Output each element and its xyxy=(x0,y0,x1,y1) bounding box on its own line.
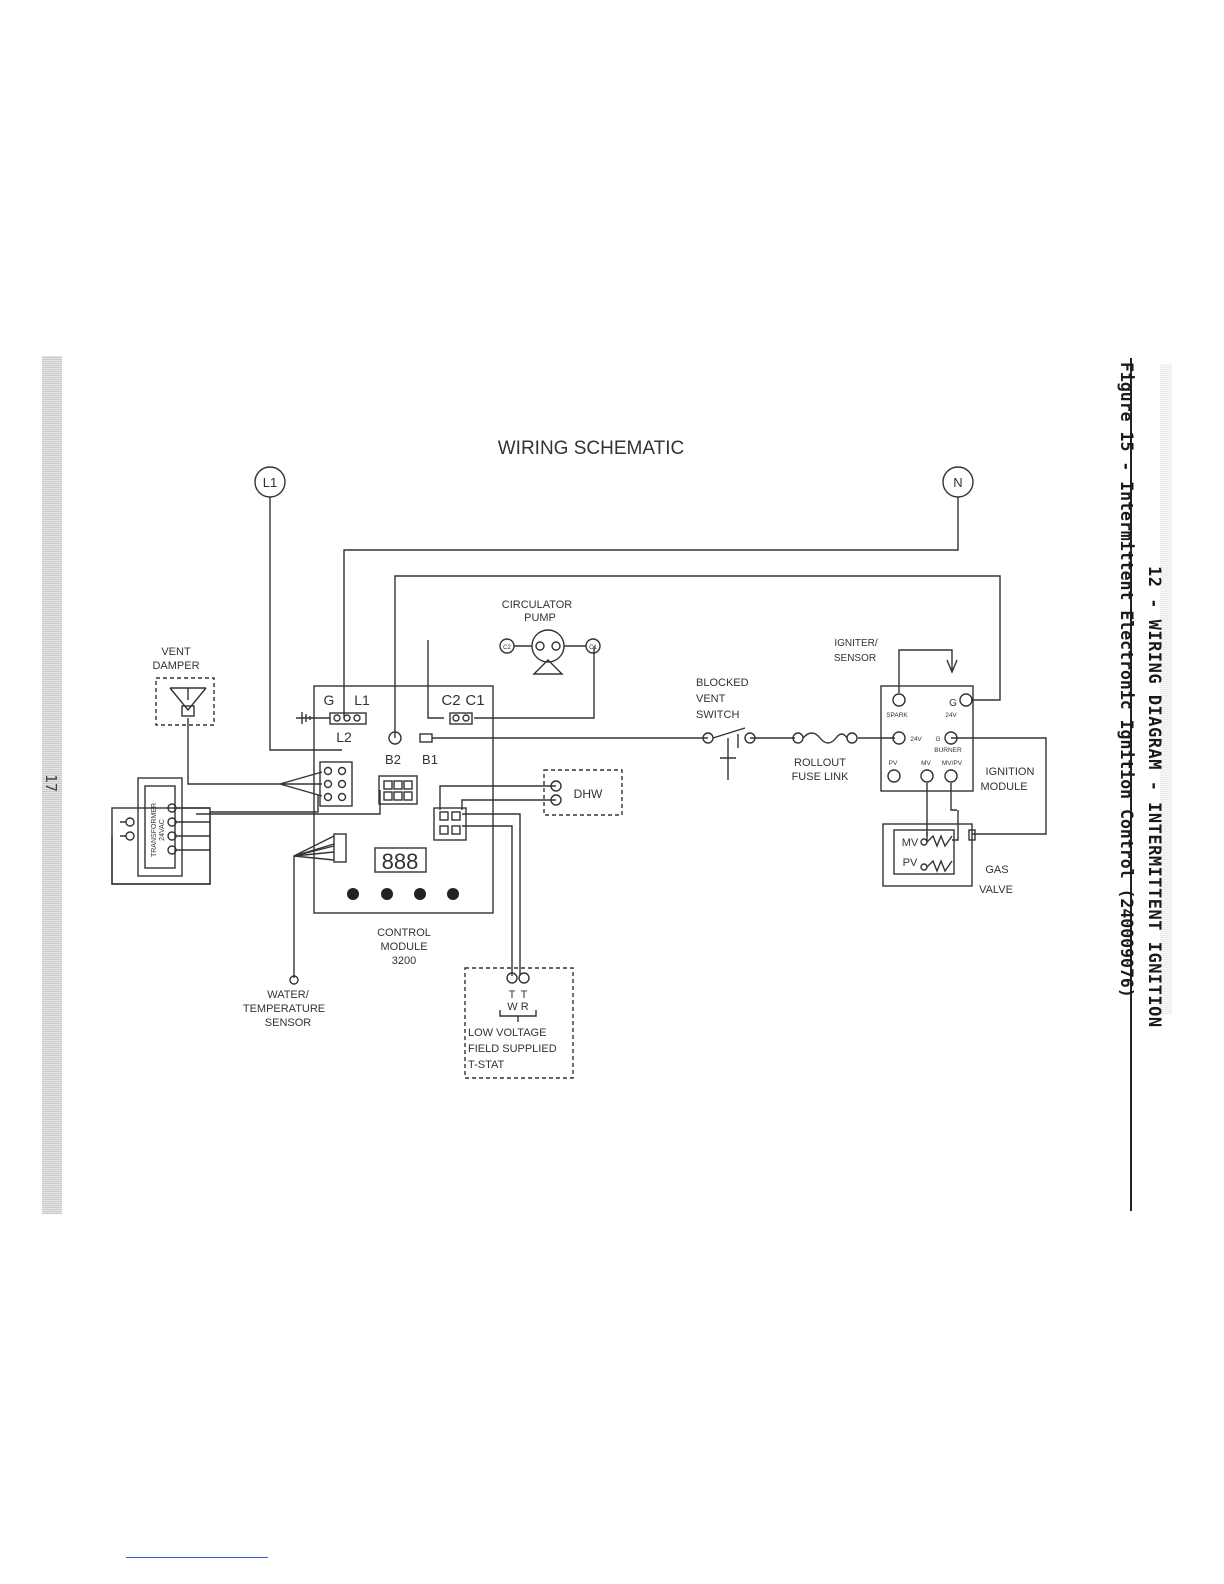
ignition-mvpv-label: MV/PV xyxy=(942,760,963,767)
ignition-module-label-2: MODULE xyxy=(980,781,1027,793)
pump-terminal-c2-label: C2 xyxy=(503,645,511,651)
wire-dhw-1 xyxy=(439,785,556,810)
wire-pv xyxy=(950,783,957,811)
gas-valve-label-1: GAS xyxy=(985,864,1008,876)
control-module-label-1: CONTROL xyxy=(377,927,431,939)
vent-damper-box xyxy=(155,677,215,726)
transformer-label-1: TRANSFORMER xyxy=(151,803,158,857)
wire-l1 xyxy=(269,497,342,751)
vent-damper-label-2: DAMPER xyxy=(152,660,199,672)
ignition-24v-label: 24V xyxy=(910,736,922,743)
right-margin-stripe xyxy=(1160,364,1172,1014)
blocked-vent-label-3: SWITCH xyxy=(696,709,739,721)
vent-damper-label-1: VENT xyxy=(161,646,191,658)
wire-transformer-2 xyxy=(196,790,381,815)
valve-pv-label: PV xyxy=(903,857,918,869)
valve-mv-label: MV xyxy=(902,837,919,849)
l1-terminal xyxy=(254,466,286,498)
neutral-terminal xyxy=(942,466,974,498)
wire-transformer-1 xyxy=(210,795,319,813)
ignition-burner-label: BURNER xyxy=(934,747,962,754)
ignition-mv-label: MV xyxy=(921,760,931,767)
terminal-b2-label: B2 xyxy=(385,752,401,767)
water-sensor-probe xyxy=(289,975,299,985)
wire-dhw-2 xyxy=(461,799,556,810)
pump-terminal-c1-label: C1 xyxy=(589,645,597,651)
wire-neutral xyxy=(343,497,959,718)
wire-burner-valve xyxy=(951,737,1047,835)
water-sensor-label-2: TEMPERATURE xyxy=(243,1003,325,1015)
tstat-label-1: LOW VOLTAGE xyxy=(468,1027,546,1039)
terminal-l1-label: L1 xyxy=(354,692,370,708)
blocked-vent-label-1: BLOCKED xyxy=(696,677,749,689)
tstat-terminal-t2: T xyxy=(521,989,528,1001)
transformer-outer xyxy=(111,807,211,885)
wire-igniter xyxy=(898,649,953,693)
terminal-l2-label: L2 xyxy=(336,729,352,745)
connector-6pin xyxy=(319,761,353,807)
tstat-box xyxy=(464,967,574,1079)
ignition-g-burner-label: G xyxy=(935,736,940,743)
control-module-label-2: MODULE xyxy=(380,941,427,953)
header-rule xyxy=(1130,358,1132,1211)
left-margin-stripe xyxy=(42,356,62,1214)
led-display xyxy=(374,847,427,873)
schematic-title: WIRING SCHEMATIC xyxy=(498,438,684,459)
tstat-label-2: FIELD SUPPLIED xyxy=(468,1043,557,1055)
gas-valve-box xyxy=(882,823,973,887)
terminal-c2-label: C2 xyxy=(441,692,460,709)
gas-valve-label-2: VALVE xyxy=(979,884,1013,896)
terminal-b1-label: B1 xyxy=(422,752,438,767)
tstat-label-3: T-STAT xyxy=(468,1059,505,1071)
ignition-24v-top-label: 24V xyxy=(945,712,957,719)
transformer-label-2: 24VAC xyxy=(159,819,166,841)
water-sensor-label-3: SENSOR xyxy=(265,1017,312,1029)
igniter-label-2: SENSOR xyxy=(834,653,876,664)
pump-label-1: CIRCULATOR xyxy=(502,599,573,611)
blocked-vent-label-2: VENT xyxy=(696,693,726,705)
vent-switch-contact-b xyxy=(744,732,756,744)
connector-square xyxy=(378,775,418,805)
terminal-c1-label: C1 xyxy=(465,692,484,709)
dhw-label: DHW xyxy=(574,787,603,801)
rollout-label-2: FUSE LINK xyxy=(792,771,850,783)
control-module-box xyxy=(313,685,494,914)
rollout-label-1: ROLLOUT xyxy=(794,757,846,769)
pump-motor xyxy=(531,629,565,663)
ignition-g-top-label: G xyxy=(949,698,957,709)
neutral-label: N xyxy=(953,475,962,490)
wire-vent-damper xyxy=(187,718,280,785)
wire-pump-c2 xyxy=(427,640,444,719)
ignition-pv-label: PV xyxy=(889,760,898,767)
igniter-label-1: IGNITER/ xyxy=(834,638,878,649)
connector-4pin xyxy=(433,807,467,841)
footer-link-underline[interactable] xyxy=(126,1557,268,1558)
tstat-terminal-t1: T xyxy=(509,989,516,1001)
terminal-g-label: G xyxy=(324,692,335,708)
rollout-fuse xyxy=(802,732,848,744)
wire-24v-feed xyxy=(394,575,1001,738)
control-module-label-3: 3200 xyxy=(392,955,416,967)
wire-tstat-1 xyxy=(462,813,521,976)
dhw-box xyxy=(543,769,623,816)
wire-pump-c1 xyxy=(474,646,595,719)
led-display-digits: 888 xyxy=(382,849,419,874)
wire-tstat-2 xyxy=(462,825,513,976)
tstat-wires-label: W R xyxy=(507,1001,528,1013)
l1-label: L1 xyxy=(263,475,277,490)
ignition-module-box xyxy=(880,685,974,792)
ignition-spark-label: SPARK xyxy=(886,712,908,719)
connector-sensor xyxy=(333,833,347,863)
pump-label-2: PUMP xyxy=(524,612,556,624)
water-sensor-label-1: WATER/ xyxy=(267,989,309,1001)
ignition-module-label-1: IGNITION xyxy=(986,766,1035,778)
